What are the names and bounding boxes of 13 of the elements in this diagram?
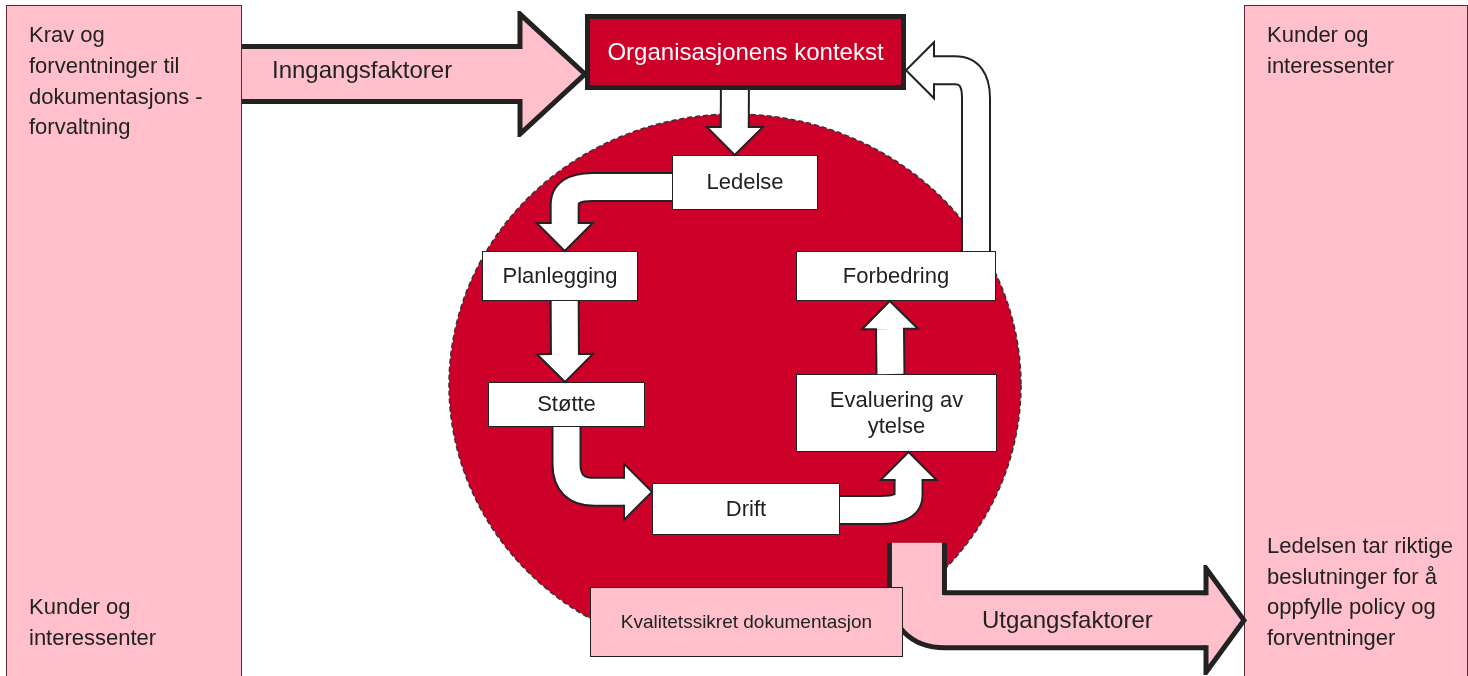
process-box: Støtte [488, 382, 645, 427]
side-panel [6, 5, 242, 676]
panel-text: Ledelsen tar riktige beslutninger for å oppfylle policy og forventninger [1267, 531, 1453, 653]
process-box: Ledelse [672, 155, 818, 210]
process-box: Forbedring [796, 251, 996, 301]
panel-text: Kunder og interessenter [1267, 21, 1396, 80]
panel-text: Kunder og interessenter [29, 593, 158, 653]
process-box: Evaluering av ytelse [796, 374, 997, 452]
process-box: Drift [652, 483, 840, 535]
panel-text: Krav og forventninger til dokumentasjons -forvaltning [29, 21, 204, 142]
side-panel [1244, 5, 1468, 676]
context-box: Organisasjonens kontekst [585, 14, 906, 90]
process-box: Planlegging [482, 251, 638, 301]
